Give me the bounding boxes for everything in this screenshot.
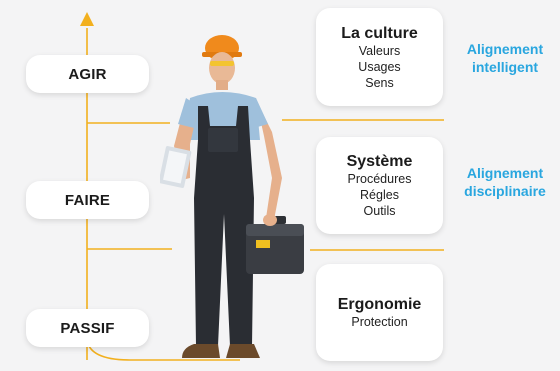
category-item: Valeurs: [358, 43, 401, 58]
construction-worker-illustration: [160, 35, 304, 358]
level-box-agir: AGIR: [26, 55, 149, 93]
category-item: Outils: [363, 204, 396, 218]
category-item: Régles: [360, 188, 399, 202]
category-title: La culture: [341, 24, 418, 42]
alignment-line: Alignement: [466, 165, 544, 181]
alignment-label-disciplinaire: Alignement disciplinaire: [452, 164, 558, 200]
category-box-culture: La culture Valeurs Usages Sens: [316, 8, 443, 106]
alignment-label-intelligent: Alignement intelligent: [452, 40, 558, 76]
category-item: Protection: [351, 315, 408, 329]
alignment-line: Alignement: [466, 41, 544, 57]
alignment-line: intelligent: [471, 59, 539, 75]
level-label: FAIRE: [64, 191, 111, 209]
category-title: Système: [346, 153, 413, 170]
alignment-line: disciplinaire: [464, 183, 546, 199]
level-label: AGIR: [68, 65, 107, 83]
arrow-up-icon: [80, 12, 94, 26]
category-title: Ergonomie: [337, 296, 422, 313]
category-item: Procédures: [347, 172, 412, 186]
category-item: Usages: [358, 59, 401, 74]
category-item: Sens: [365, 75, 394, 90]
category-box-systeme: Système Procédures Régles Outils: [316, 137, 443, 234]
level-box-faire: FAIRE: [26, 181, 149, 219]
level-label: PASSIF: [60, 319, 115, 337]
category-box-ergonomie: Ergonomie Protection: [316, 264, 443, 361]
level-box-passif: PASSIF: [26, 309, 149, 347]
